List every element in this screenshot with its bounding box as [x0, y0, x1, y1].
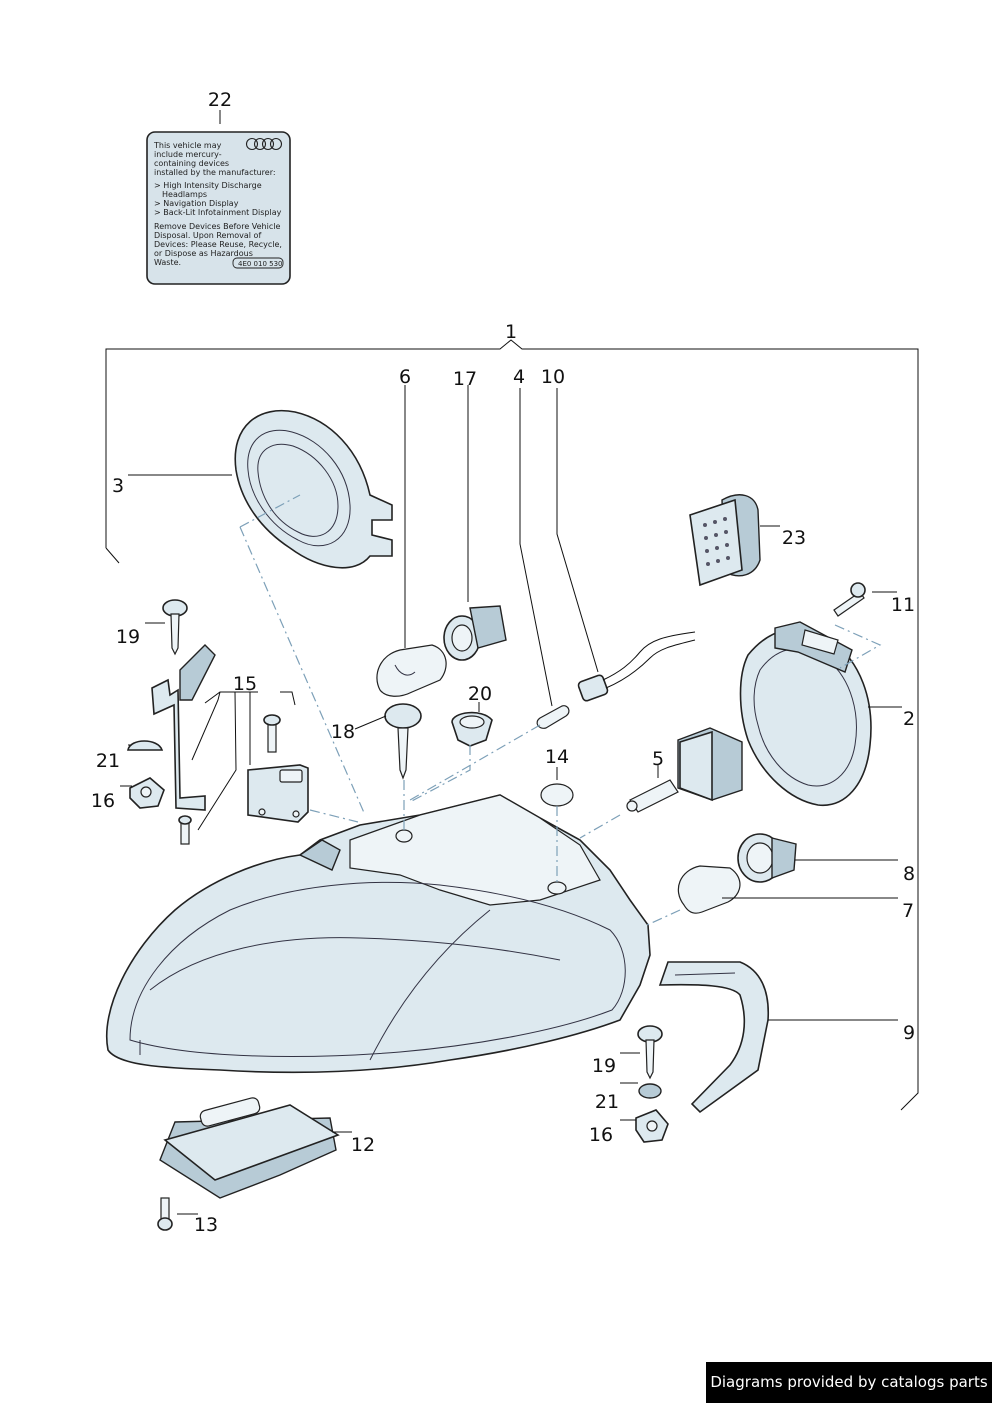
- bulb-holder-8: [737, 833, 797, 883]
- callout-21-right: 21: [595, 1091, 619, 1113]
- callout-5: 5: [652, 748, 664, 770]
- screw-18: [384, 703, 422, 780]
- fasteners-left: [127, 599, 188, 809]
- callout-6: 6: [399, 366, 411, 388]
- callout-13: 13: [194, 1214, 218, 1236]
- small-bulb-4: [536, 705, 570, 729]
- callout-labels: 22 1 6 17 4 10 3 23 11 19 15 20 2 18 21 …: [91, 89, 915, 1236]
- callout-16-left: 16: [91, 790, 115, 812]
- bulb-7: [677, 865, 741, 914]
- sticker-line: Remove Devices Before Vehicle: [154, 222, 280, 231]
- wiring-harness-10: [577, 631, 696, 702]
- callout-1: 1: [505, 321, 517, 343]
- screw-11: [833, 582, 866, 617]
- sticker-line: installed by the manufacturer:: [154, 168, 276, 177]
- plug-14: [540, 783, 574, 807]
- callout-15: 15: [233, 673, 257, 695]
- callout-11: 11: [891, 594, 915, 616]
- sticker-line: Disposal. Upon Removal of: [154, 231, 261, 240]
- callout-8: 8: [903, 863, 915, 885]
- callout-7: 7: [902, 900, 914, 922]
- bulb-6: [376, 644, 447, 697]
- sticker-line: Headlamps: [162, 190, 207, 199]
- wiring-connector: [689, 494, 761, 587]
- audi-rings-logo: [245, 137, 283, 151]
- callout-2: 2: [903, 708, 915, 730]
- sticker-line: > Navigation Display: [154, 199, 239, 208]
- callout-20: 20: [468, 683, 492, 705]
- assembly-bracket: [105, 339, 919, 1111]
- callout-10: 10: [541, 366, 565, 388]
- mounting-bracket-15: [247, 714, 309, 823]
- callout-3: 3: [112, 475, 124, 497]
- callout-19-left: 19: [116, 626, 140, 648]
- callout-16-right: 16: [589, 1124, 613, 1146]
- fasteners-right: [635, 1025, 669, 1143]
- sticker-line: include mercury-: [154, 150, 222, 159]
- rear-cover-cap-right: [739, 621, 872, 806]
- callout-18: 18: [331, 721, 355, 743]
- bulb-socket-17: [443, 605, 507, 661]
- callout-4: 4: [513, 366, 525, 388]
- sticker-line: containing devices: [154, 159, 229, 168]
- sticker-line: Waste.: [154, 258, 181, 267]
- callout-19-right: 19: [592, 1055, 616, 1077]
- sticker-line: This vehicle may: [153, 141, 222, 150]
- callout-17: 17: [453, 368, 477, 390]
- headlamp-housing: [106, 794, 651, 1074]
- xenon-bulb-5: [626, 727, 743, 813]
- callout-23: 23: [782, 527, 806, 549]
- callout-22: 22: [208, 89, 232, 111]
- callout-14: 14: [545, 746, 569, 768]
- attribution-footer: Diagrams provided by catalogs parts: [706, 1362, 992, 1403]
- seal-strip-9: [658, 961, 770, 1114]
- clip-nut-20: [451, 711, 493, 747]
- rear-cover-cap: [234, 409, 393, 569]
- sticker-line: or Dispose as Hazardous: [154, 249, 253, 258]
- callout-9: 9: [903, 1022, 915, 1044]
- control-unit-12: [159, 1097, 340, 1199]
- sticker-part-number: 4E0 010 530: [238, 260, 283, 268]
- callout-12: 12: [351, 1134, 375, 1156]
- assembly-lines: [239, 494, 882, 927]
- callout-21-left: 21: [96, 750, 120, 772]
- sticker-line: > Back-Lit Infotainment Display: [154, 208, 282, 217]
- sticker-line: Devices: Please Reuse, Recycle,: [154, 240, 282, 249]
- sticker-line: > High Intensity Discharge: [154, 181, 262, 190]
- leader-lines: [120, 110, 902, 1215]
- bracket-arm: [151, 644, 216, 845]
- screw-13: [157, 1197, 173, 1231]
- warning-label-sticker: This vehicle may include mercury- contai…: [146, 131, 291, 285]
